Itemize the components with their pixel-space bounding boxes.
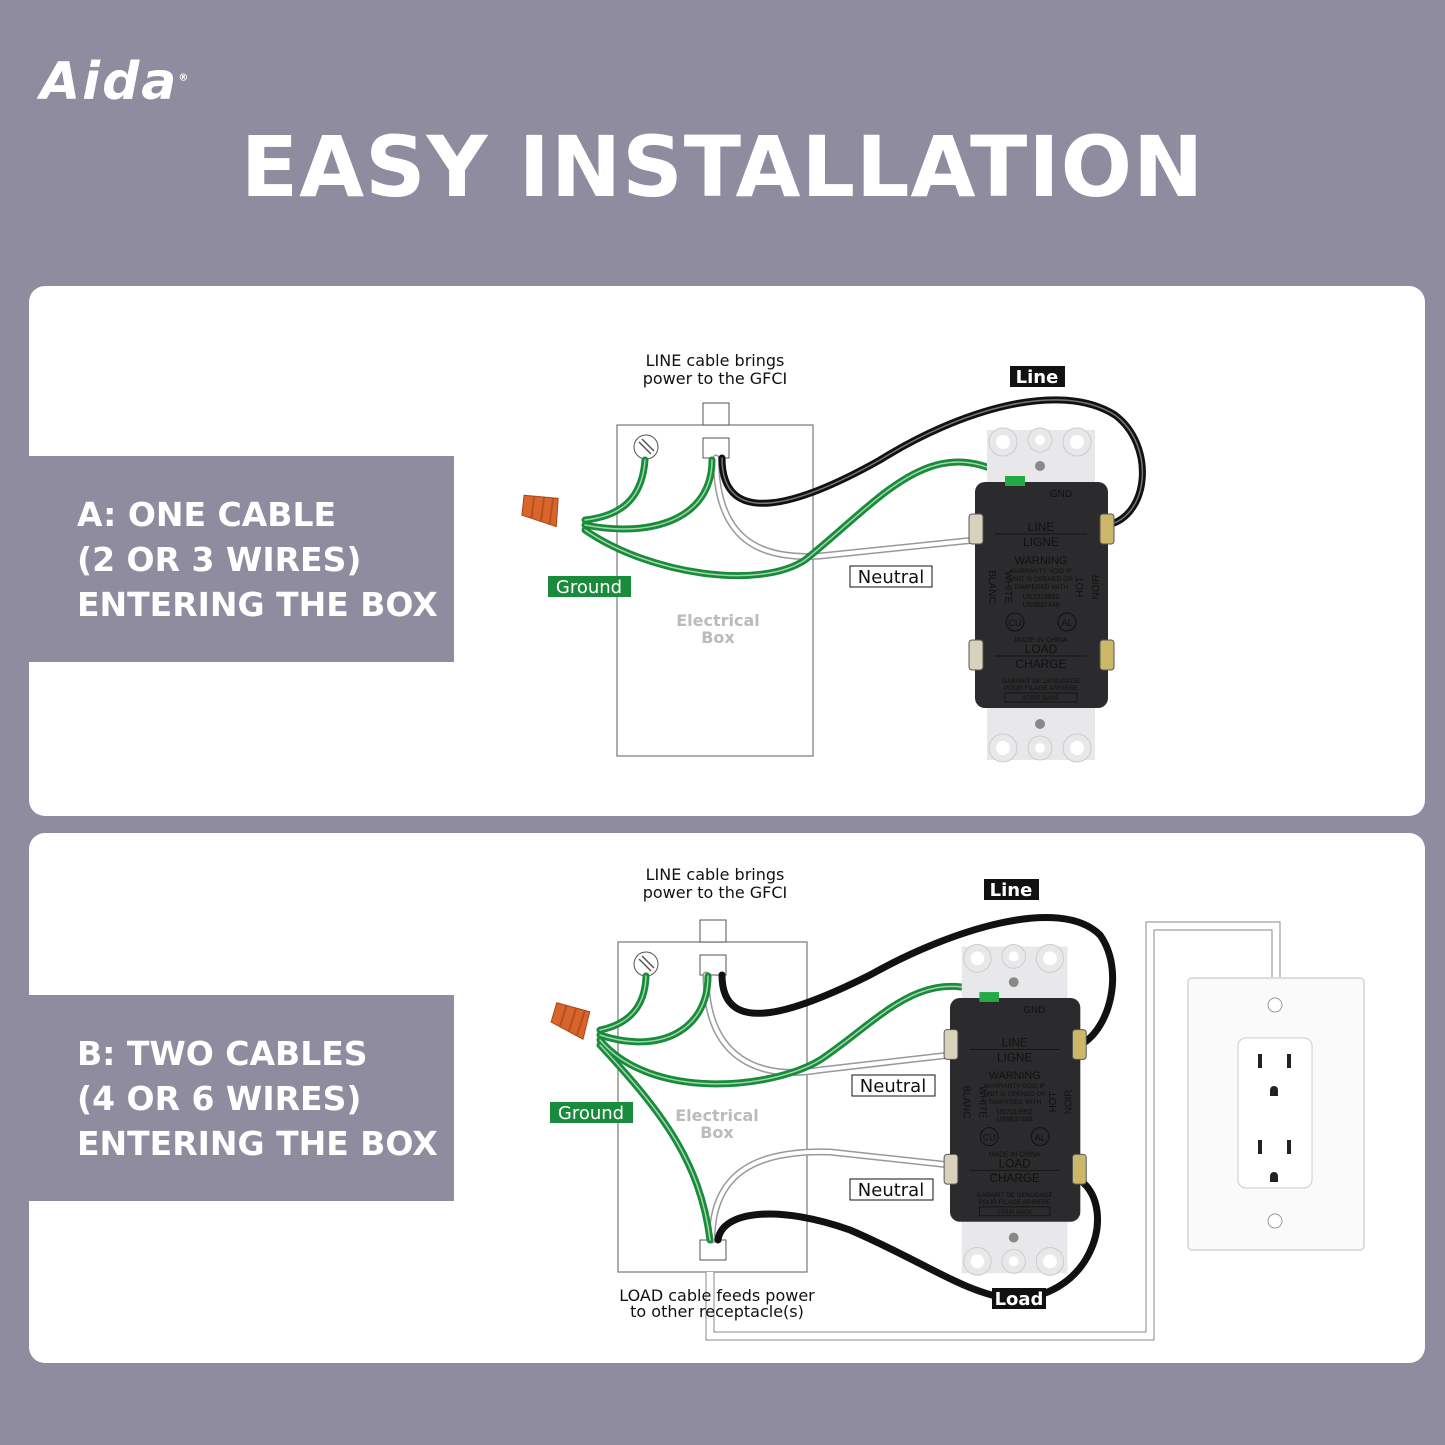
patent-text: US9837448: [997, 1117, 1033, 1124]
neutral-label: Neutral: [858, 567, 924, 588]
warning-text: UNIT IS OPENED OR: [1009, 576, 1073, 583]
ground-screw-icon: [633, 951, 659, 977]
downstream-receptacle: [1187, 977, 1365, 1251]
cert-icon: AL: [1035, 1133, 1046, 1143]
warning-text: TAMPERED WITH: [1014, 584, 1068, 591]
warning-text: WARRANTY VOID IF: [1010, 568, 1072, 575]
ground-label: Ground: [556, 577, 622, 598]
hot-text: HOT: [1048, 1092, 1059, 1113]
load-text: LOAD: [1025, 642, 1058, 656]
noir-text: NOIR: [1064, 1090, 1075, 1115]
cable-clamp: [699, 919, 727, 943]
warning-text: WARRANTY VOID IF: [984, 1083, 1045, 1090]
line-text: LINE: [1002, 1035, 1028, 1049]
box-label: Box: [701, 628, 735, 647]
neutral-label-bg: [849, 1178, 934, 1201]
noir-text: NOIR: [1091, 575, 1102, 600]
registered-mark: ®: [178, 72, 191, 84]
strip-text: GABARIT DE DENUDAGE: [1002, 678, 1081, 685]
patent-text: US7019952: [997, 1109, 1033, 1116]
line-text: LINE: [1028, 520, 1055, 534]
charge-text: CHARGE: [990, 1171, 1040, 1185]
panel-b-heading: B: TWO CABLES (4 OR 6 WIRES) ENTERING TH…: [29, 995, 454, 1201]
gfci-receptacle: GND LINE LIGNE WARNING WARRANTY VOID IF …: [968, 427, 1115, 763]
panel-a-heading: A: ONE CABLE (2 OR 3 WIRES) ENTERING THE…: [29, 456, 454, 662]
heading-line: B: TWO CABLES: [77, 1033, 368, 1073]
cert-icon: CU: [1009, 618, 1022, 628]
cable-clamp: [702, 402, 730, 426]
panel-a-diagram: Electrical Box LINE cable brings power t…: [518, 351, 1146, 763]
wire-nut-icon: [546, 998, 595, 1041]
neutral-label-bg: [849, 565, 933, 588]
neutral-label-bg: [851, 1074, 936, 1097]
neutral-line-label: Neutral: [860, 1076, 926, 1097]
neutral-load-label: Neutral: [858, 1180, 924, 1201]
gnd-text: GND: [1023, 1005, 1045, 1016]
gfci-receptacle-b: GND LINE LIGNE WARNING WARRANTY VOID IF …: [943, 944, 1087, 1276]
cable-connector: [699, 954, 727, 976]
white-text: WHITE: [976, 1086, 987, 1118]
ligne-text: LIGNE: [1023, 535, 1059, 549]
blanc-text: BLANC: [986, 570, 997, 603]
logo-text: Aida: [40, 52, 179, 112]
cert-icon: CU: [983, 1133, 996, 1143]
line-cable-note: power to the GFCI: [643, 883, 788, 902]
ground-label-bg: [548, 576, 631, 597]
warning-text: UNIT IS OPENED OR: [983, 1091, 1046, 1098]
ground-label-bg: [550, 1102, 633, 1123]
line-cable-note: power to the GFCI: [643, 369, 788, 388]
line-cable-note: LINE cable brings: [646, 865, 785, 884]
strip-text: GABARIT DE DENUDAGE: [977, 1192, 1053, 1199]
ground-screw-icon: [633, 434, 659, 460]
heading-line: (2 OR 3 WIRES): [77, 539, 362, 579]
wire-nut-icon: [518, 490, 564, 528]
load-cable-note: LOAD cable feeds power: [619, 1286, 815, 1305]
wires: [596, 914, 1117, 1302]
load-label-bg: [992, 1288, 1046, 1309]
line-cable-note: LINE cable brings: [646, 351, 785, 370]
line-label-bg: [1010, 366, 1065, 387]
cert-icon: AL: [1061, 618, 1072, 628]
ground-label: Ground: [558, 1103, 624, 1124]
patent-text: US7019952: [1023, 594, 1060, 601]
hot-text: HOT: [1075, 576, 1086, 597]
line-label: Line: [1016, 367, 1059, 388]
heading-line: A: ONE CABLE: [77, 494, 337, 534]
heading-line: ENTERING THE BOX: [77, 1123, 438, 1163]
made-in-text: MADE IN CHINA: [1015, 637, 1068, 644]
gfci-receptacle: GND LINE LIGNE WARNING WARRANTY VOID IF …: [943, 944, 1087, 1276]
aida-logo: Aida®: [40, 52, 190, 112]
box-label: Electrical: [676, 611, 760, 630]
page-title: EASY INSTALLATION: [240, 118, 1205, 216]
warning-text: WARNING: [1015, 555, 1068, 567]
strip-text: POUR FILAGE ARRIERE: [978, 1199, 1050, 1206]
made-in-text: MADE IN CHINA: [989, 1151, 1041, 1158]
patent-text: US9837448: [1023, 602, 1060, 609]
load-text: LOAD: [999, 1156, 1031, 1170]
line-label: Line: [990, 880, 1033, 901]
gnd-text: GND: [1050, 489, 1072, 500]
white-text: WHITE: [1002, 571, 1013, 604]
line-label-bg: [984, 879, 1039, 900]
heading-line: ENTERING THE BOX: [77, 584, 438, 624]
heading-line: (4 OR 6 WIRES): [77, 1078, 362, 1118]
strip-text: POUR FILAGE ARRIERE: [1004, 685, 1079, 692]
charge-text: CHARGE: [1015, 657, 1066, 671]
warning-text: WARNING: [989, 1070, 1041, 1082]
ligne-text: LIGNE: [997, 1050, 1032, 1064]
wires: [581, 396, 1146, 580]
strip-gage-text: STRIP GAGE: [997, 1210, 1033, 1216]
blanc-text: BLANC: [961, 1085, 972, 1118]
warning-text: TAMPERED WITH: [988, 1099, 1041, 1106]
box-label: Electrical: [675, 1106, 759, 1125]
load-label: Load: [995, 1289, 1044, 1310]
box-label: Box: [700, 1123, 734, 1142]
panel-b-diagram: Electrical Box LINE cable brings power t…: [546, 865, 1365, 1341]
load-cable-note: to other receptacle(s): [630, 1302, 804, 1321]
strip-gage-text: STRIP GAGE: [1023, 696, 1060, 702]
